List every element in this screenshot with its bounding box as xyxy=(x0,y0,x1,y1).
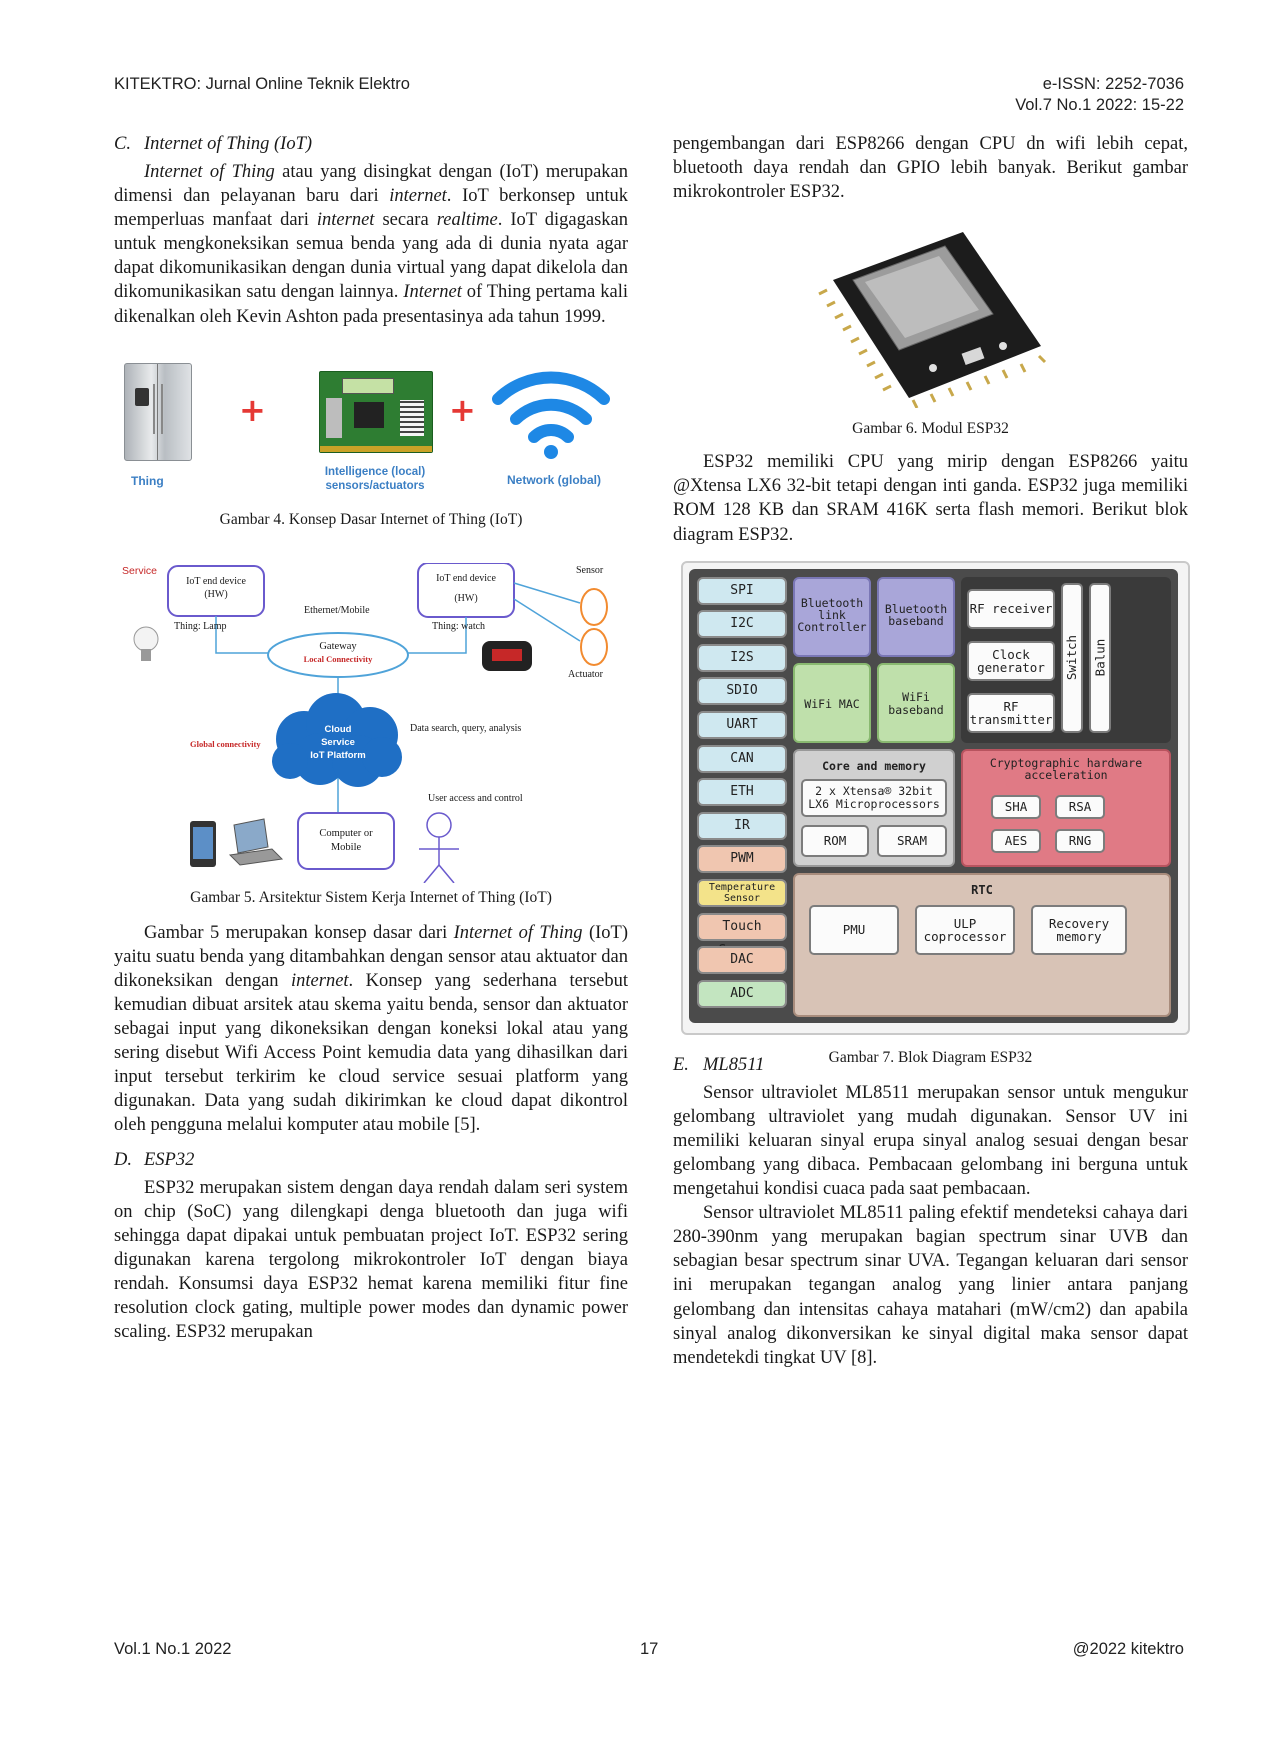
peripheral-i2c: I2C xyxy=(697,610,787,639)
right-column: pengembangan dari ESP8266 dengan CPU dn … xyxy=(673,132,1190,1370)
global-connectivity-label: Global connectivity xyxy=(190,738,261,749)
peripheral-i2s: I2S xyxy=(697,643,787,672)
sensor-label: Sensor xyxy=(576,564,604,576)
iot-architecture-diagram xyxy=(133,562,608,883)
thing-lamp-label: Thing: Lamp xyxy=(174,620,227,632)
figure-5-caption: Gambar 5. Arsitektur Sistem Kerja Intern… xyxy=(190,888,552,906)
end-device-2: IoT end device (HW) xyxy=(436,572,496,604)
wifi-mac-block xyxy=(793,662,871,743)
wifi-baseband-label: WiFi baseband xyxy=(888,689,944,717)
section-c-paragraph-2: Gambar 5 merupakan konsep dasar dari Int… xyxy=(114,922,629,1136)
rom-block: ROM xyxy=(801,824,869,857)
figure-4: Thing + Intelligence (local) sensors/act… xyxy=(114,362,628,503)
journal-header: KITEKTRO: Jurnal Online Teknik Elektro xyxy=(114,75,410,93)
section-d-paragraph-1: ESP32 merupakan sistem dengan daya renda… xyxy=(114,1177,628,1343)
wifi-baseband-block xyxy=(877,662,955,743)
footer-copyright: @2022 kitektro xyxy=(1072,1640,1184,1658)
sha-block: SHA xyxy=(991,794,1041,819)
bluetooth-link-label: Bluetooth link Controller xyxy=(797,595,867,634)
data-search-label: Data search, query, analysis xyxy=(410,722,522,734)
balun-block: Balun xyxy=(1089,582,1111,733)
wifi-icon xyxy=(492,371,610,459)
peripheral-adc: ADC xyxy=(697,979,787,1008)
peripheral-sdio: SDIO xyxy=(697,677,787,706)
section-e-heading: E.ML8511 xyxy=(673,1054,765,1075)
bluetooth-link-block xyxy=(793,576,871,657)
wifi-mac-label: WiFi MAC xyxy=(804,696,860,711)
peripheral-uart: UART xyxy=(697,711,787,740)
user-access-label: User access and control xyxy=(428,792,523,804)
esp32-block-diagram: SPI I2C I2S SDIO UART CAN ETH IR PWM Temperature … xyxy=(681,560,1190,1035)
bluetooth-baseband-label: Bluetooth baseband xyxy=(884,601,948,628)
page-number: 17 xyxy=(640,1640,659,1658)
thing-label: Thing xyxy=(131,473,164,488)
peripheral-dac: DAC xyxy=(697,946,787,975)
footer-volume: Vol.1 No.1 2022 xyxy=(114,1640,232,1658)
rsa-block: RSA xyxy=(1055,794,1105,819)
intelligence-label: Intelligence (local) sensors/actuators xyxy=(324,465,426,492)
section-d-paragraph-1-cont: pengembangan dari ESP8266 dengan CPU dn … xyxy=(673,134,1188,203)
switch-block: Switch xyxy=(1061,582,1083,733)
issn: e-ISSN: 2252-7036 xyxy=(1042,75,1184,93)
gateway-label: Gateway Local Connectivity xyxy=(303,640,373,664)
peripheral-can: CAN xyxy=(697,744,787,773)
bluetooth-baseband-block xyxy=(877,576,955,657)
peripheral-temperature-sensor: Temperature Sensor xyxy=(697,879,787,908)
peripheral-eth: ETH xyxy=(697,778,787,807)
figure-7-caption: Gambar 7. Blok Diagram ESP32 xyxy=(828,1048,1033,1066)
crypto-title: Cryptographic hardware acceleration xyxy=(989,755,1143,782)
cpu-block: 2 x Xtensa® 32bit LX6 Microprocessors xyxy=(801,778,947,817)
fridge-image xyxy=(124,362,192,461)
section-e-paragraph-2: Sensor ultraviolet ML8511 paling efektif… xyxy=(673,1203,1188,1368)
computer-mobile-label: Computer or Mobile xyxy=(319,827,373,853)
section-d-heading: D.ESP32 xyxy=(114,1149,195,1170)
peripheral-ir: IR xyxy=(697,811,787,840)
recovery-memory-block: Recovery memory xyxy=(1031,904,1127,955)
ethernet-label: Ethernet/Mobile xyxy=(304,604,370,616)
volume-info: Vol.7 No.1 2022: 15-22 xyxy=(1015,96,1184,114)
core-memory-title: Core and memory xyxy=(822,758,926,773)
rf-receiver: RF receiver xyxy=(967,588,1055,629)
pmu-block: PMU xyxy=(809,904,899,955)
peripheral-pwm: PWM xyxy=(697,845,787,874)
network-label: Network (global) xyxy=(506,472,601,487)
figure-7: SPI I2C I2S SDIO UART CAN ETH IR PWM Temperature … xyxy=(673,560,1190,1066)
section-e-paragraph-1: Sensor ultraviolet ML8511 merupakan sens… xyxy=(673,1082,1188,1200)
actuator-label: Actuator xyxy=(568,668,603,680)
left-column: C.Internet of Thing (IoT) Internet of Th… xyxy=(114,132,628,1344)
figure-5: Service IoT end device (HW) IoT end devi… xyxy=(114,562,628,883)
plus-icon: + xyxy=(239,390,266,429)
esp32-module-image xyxy=(818,232,1047,409)
rf-transmitter: RF transmitter xyxy=(967,692,1055,733)
peripheral-touch-sensor: Touch Sensor xyxy=(697,912,787,958)
section-c-heading: C.Internet of Thing (IoT) xyxy=(114,134,313,154)
plus-icon: + xyxy=(449,390,476,429)
cloud-label: Cloud Service IoT Platform xyxy=(310,723,366,761)
thing-watch-label: Thing: watch xyxy=(432,620,486,632)
peripheral-spi: SPI xyxy=(697,576,787,605)
end-device-1: IoT end device (HW) xyxy=(186,575,246,600)
figure-6 xyxy=(673,228,1188,418)
circuit-board-image xyxy=(319,370,433,453)
rtc-title: RTC xyxy=(971,882,993,897)
figure-4-caption: Gambar 4. Konsep Dasar Internet of Thing… xyxy=(219,510,523,528)
figure-6-caption: Gambar 6. Modul ESP32 xyxy=(852,420,1009,438)
clock-generator: Clock generator xyxy=(967,640,1055,681)
section-d-paragraph-2: ESP32 memiliki CPU yang mirip dengan ESP… xyxy=(673,452,1188,545)
sram-block: SRAM xyxy=(877,824,947,857)
service-label: Service xyxy=(122,564,158,577)
section-c-paragraph-1: Internet of Thing atau yang disingkat de… xyxy=(114,162,628,327)
ulp-coprocessor-block: ULP coprocessor xyxy=(915,904,1015,955)
rng-block: RNG xyxy=(1055,828,1105,853)
aes-block: AES xyxy=(991,828,1041,853)
